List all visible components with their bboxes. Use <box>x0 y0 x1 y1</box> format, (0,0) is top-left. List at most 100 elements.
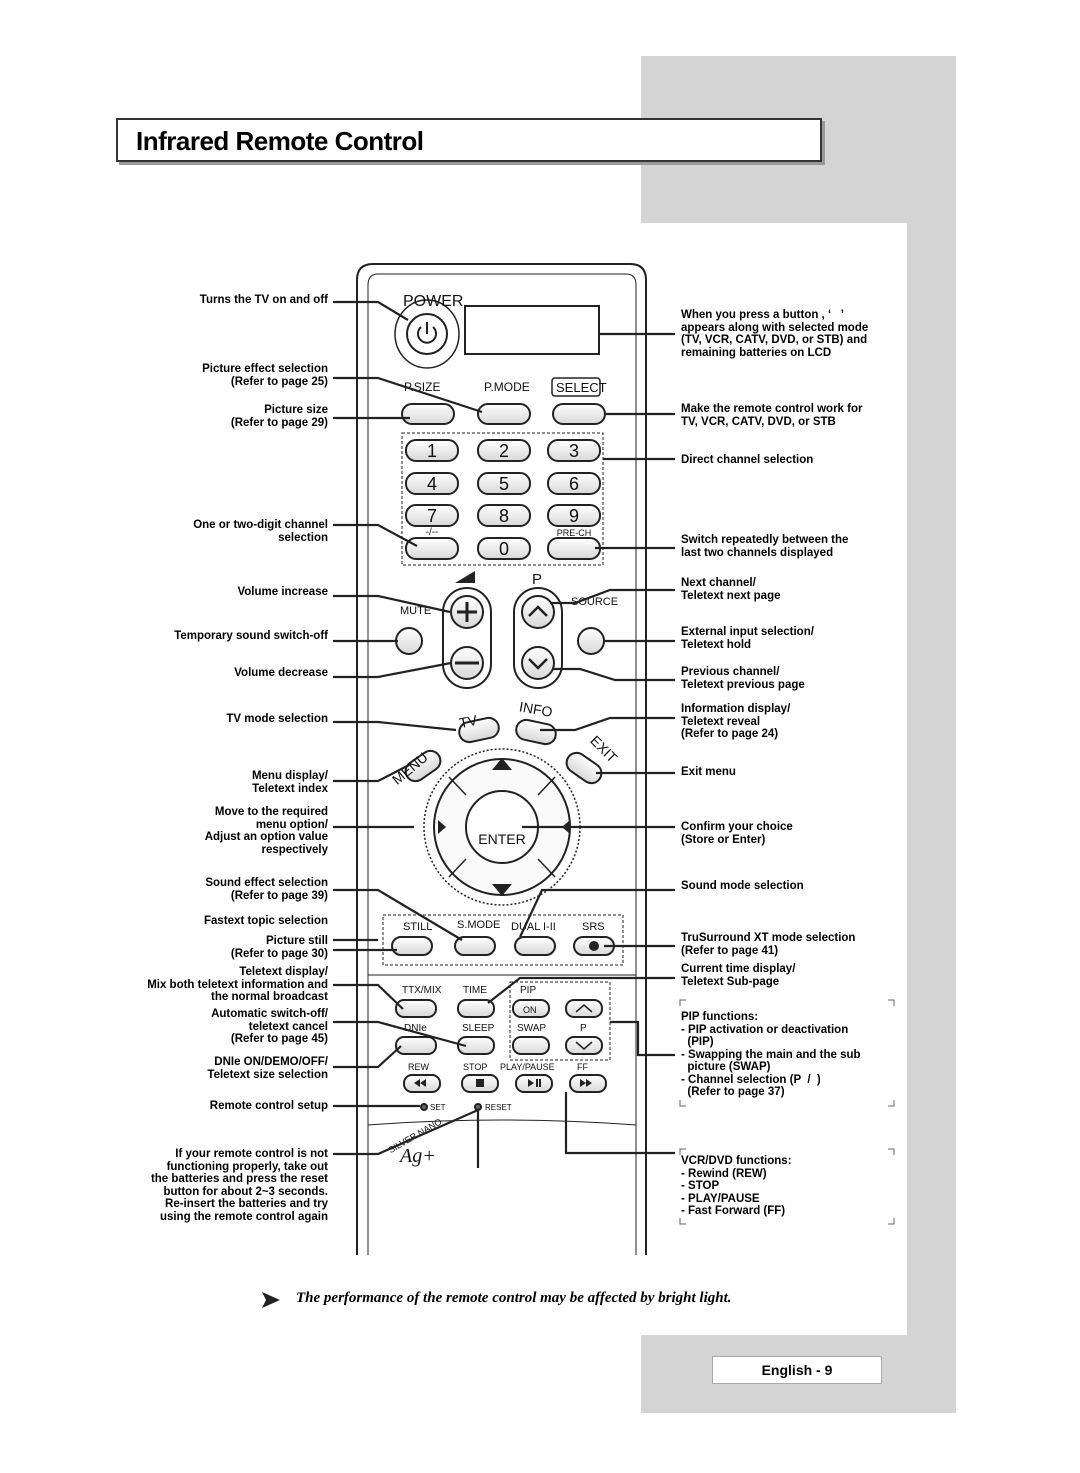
callout-line: functioning properly, take out <box>166 1160 328 1173</box>
callout-line: (Refer to page 45) <box>230 1033 328 1045</box>
svg-text:0: 0 <box>499 539 509 559</box>
note-arrow-icon <box>262 1292 280 1308</box>
svg-text:FF: FF <box>577 1062 588 1072</box>
page-number: English - 9 <box>712 1356 882 1384</box>
callout-line: Confirm your choice <box>681 821 793 833</box>
svg-text:STILL: STILL <box>403 921 432 933</box>
srs-dot-icon <box>589 941 599 951</box>
power-button-ring <box>394 299 460 369</box>
callout-line: Volume increase <box>237 586 328 598</box>
svg-text:INFO: INFO <box>518 698 554 720</box>
callout-line: Turns the TV on and off <box>199 294 328 306</box>
svg-text:4: 4 <box>427 474 437 494</box>
callout-line: (Refer to page 29) <box>230 416 328 429</box>
callout-line: Exit menu <box>681 766 736 778</box>
callout-dnie: DNIe ON/DEMO/OFF/Teletext size selection <box>207 1056 328 1081</box>
callout-sound: Sound mode selection <box>681 880 804 893</box>
svg-text:6: 6 <box>569 474 579 494</box>
callout-line: the batteries and press the reset <box>150 1173 328 1185</box>
callout-direct: Direct channel selection <box>681 454 813 467</box>
callout-line: Move to the required <box>214 806 328 818</box>
callout-line: Fastext topic selection <box>204 915 328 927</box>
callout-line: (Refer to page 30) <box>230 947 328 960</box>
callout-line: Automatic switch-off/ <box>211 1008 328 1020</box>
svg-text:-/--: -/-- <box>426 527 439 538</box>
fastext-area <box>382 914 624 966</box>
callout-line: Teletext reveal <box>681 715 761 728</box>
callout-line: - PLAY/PAUSE <box>681 1192 760 1205</box>
callout-chup: Next channel/Teletext next page <box>681 577 781 602</box>
sidebar-right-band <box>907 223 956 1413</box>
callout-line: respectively <box>261 843 329 856</box>
svg-text:STOP: STOP <box>463 1062 487 1072</box>
svg-text:3: 3 <box>569 441 579 461</box>
svg-text:1: 1 <box>427 441 437 461</box>
callout-mute: Temporary sound switch-off <box>174 630 328 643</box>
callout-line: Make the remote control work for <box>681 403 863 415</box>
callout-voldown: Volume decrease <box>234 667 328 680</box>
svg-text:S.MODE: S.MODE <box>457 919 500 931</box>
callout-line: Remote control setup <box>209 1100 328 1112</box>
pip-area <box>509 981 611 1061</box>
note-text: The performance of the remote control ma… <box>296 1290 732 1306</box>
pip-ch-down-button <box>565 1036 603 1055</box>
svg-text:DUAL I-II: DUAL I-II <box>511 921 556 933</box>
callout-line: - PIP activation or deactivation <box>681 1023 849 1036</box>
callout-line: picture (SWAP) <box>681 1061 771 1073</box>
callout-time: Current time display/Teletext Sub-page <box>681 963 795 988</box>
info-button <box>515 718 557 746</box>
nav-left-arrow-icon <box>438 820 446 834</box>
callout-volup: Volume increase <box>237 586 328 599</box>
callout-lcd: When you press a button , ‘ ’appears alo… <box>681 309 868 359</box>
bracket-marks <box>679 999 895 1225</box>
callout-line: Menu display/ <box>251 770 328 782</box>
callout-set: Remote control setup <box>210 1100 328 1113</box>
callout-line: teletext cancel <box>248 1020 328 1033</box>
select-button <box>552 403 606 425</box>
svg-text:RESET: RESET <box>485 1103 512 1112</box>
sleep-button <box>457 1036 495 1055</box>
callout-line: menu option/ <box>255 818 328 831</box>
svg-text:PIP: PIP <box>520 985 536 996</box>
svg-text:5: 5 <box>499 474 509 494</box>
callout-line: If your remote control is not <box>175 1148 328 1160</box>
callout-line: Volume decrease <box>234 667 328 679</box>
callout-chdown: Previous channel/Teletext previous page <box>681 666 805 691</box>
callout-line: (Refer to page 25) <box>230 375 328 388</box>
pip-ch-up-button <box>565 999 603 1018</box>
svg-text:TTX/MIX: TTX/MIX <box>402 985 442 996</box>
callout-line: VCR/DVD functions: <box>681 1155 792 1167</box>
callout-info: Information display/Teletext reveal(Refe… <box>681 703 790 741</box>
volume-rocker <box>442 587 492 689</box>
svg-text:DNIe: DNIe <box>404 1023 427 1034</box>
play-pause-button <box>515 1074 553 1093</box>
tv-button <box>458 716 500 744</box>
callout-line: TruSurround XT mode selection <box>681 932 856 944</box>
callout-line: Sound mode selection <box>681 880 804 892</box>
svg-text:TV: TV <box>458 712 479 732</box>
callout-line: Teletext Sub-page <box>681 975 780 988</box>
source-button <box>577 627 605 655</box>
nav-down-arrow-icon <box>492 884 512 896</box>
callout-line: Teletext index <box>252 782 328 795</box>
callout-line: Picture still <box>266 935 328 947</box>
svg-text:8: 8 <box>499 506 509 526</box>
digit-labels: 1 2 3 4 5 6 7 8 9 -/-- 0 PRE-CH <box>426 441 592 559</box>
smode-button <box>454 936 496 956</box>
callout-line: Teletext size selection <box>207 1068 328 1081</box>
callout-line: Information display/ <box>681 703 791 715</box>
still-button <box>391 936 433 956</box>
remote-select-label: SELECT <box>556 380 607 395</box>
callout-fastext: Fastext topic selection <box>204 915 328 928</box>
callout-line: Temporary sound switch-off <box>174 630 328 642</box>
svg-text:MUTE: MUTE <box>400 605 431 617</box>
remote-pmode-label: P.MODE <box>484 380 530 394</box>
callout-line: Mix both teletext information and <box>147 978 328 991</box>
leader-lines-right <box>487 332 675 1155</box>
page-title: Infrared Remote Control <box>136 126 424 156</box>
lcd-display <box>464 305 600 355</box>
callout-line: Picture size <box>264 404 328 416</box>
